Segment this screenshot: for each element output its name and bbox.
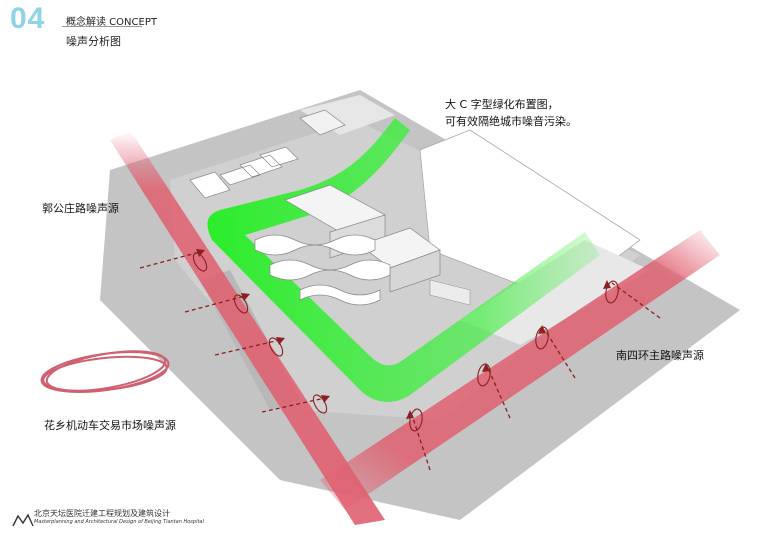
hospital-logo-icon	[12, 513, 34, 527]
page-number: 04	[10, 2, 46, 35]
footer: 北京天坛医院迁建工程规划及建筑设计 Masterplanning and Arc…	[34, 508, 204, 525]
footer-cn: 北京天坛医院迁建工程规划及建筑设计	[34, 509, 170, 518]
west-road-noise-label: 郭公庄路噪声源	[42, 202, 119, 215]
noise-road-west	[110, 130, 385, 525]
green-c-label-line1: 大 C 字型绿化布置图，	[445, 98, 559, 111]
noise-arrow-rings-south	[409, 280, 619, 432]
noise-arrows-south	[411, 282, 661, 471]
noise-arrowheads-west	[196, 249, 330, 403]
page-subtitle: 噪声分析图	[66, 35, 121, 48]
market-noise-label: 花乡机动车交易市场噪声源	[44, 419, 176, 432]
header-divider	[62, 26, 142, 27]
noise-arrowheads-south	[406, 280, 611, 419]
footer-en: Masterplanning and Architectural Design …	[34, 519, 204, 525]
section-title: 概念解读 CONCEPT	[66, 17, 157, 28]
green-c-label-line2: 可有效隔绝城市噪音污染。	[445, 115, 577, 128]
green-c-belt	[207, 118, 600, 402]
noise-arrows-west	[139, 251, 326, 413]
south-road-noise-label: 南四环主路噪声源	[616, 349, 704, 362]
hospital-buildings	[189, 109, 471, 306]
market-noise-ring	[40, 350, 170, 393]
